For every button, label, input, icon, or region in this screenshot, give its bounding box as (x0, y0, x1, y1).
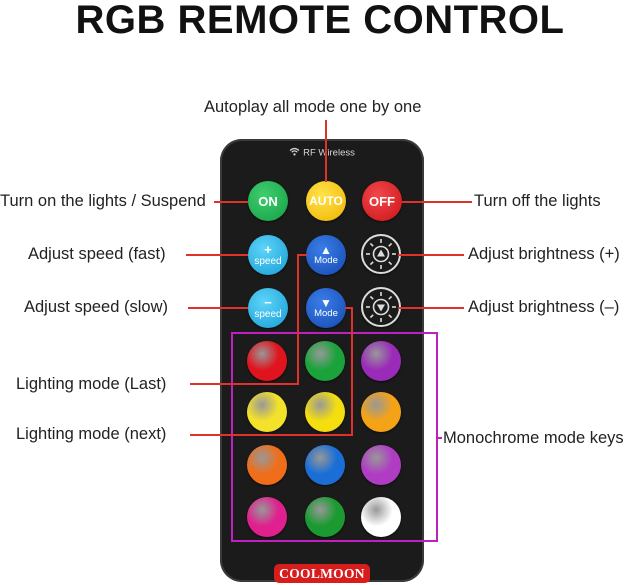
leader-line-mode-next-stub (345, 307, 353, 309)
brand-badge: COOLMOON (274, 564, 370, 583)
leader-line-autoplay (325, 120, 327, 182)
page-title: RGB REMOTE CONTROL (75, 0, 565, 42)
brightness-up-icon (366, 239, 396, 269)
callout-bright-down: Adjust brightness (–) (468, 298, 620, 316)
callout-bright-up: Adjust brightness (+) (468, 245, 620, 263)
speed-fast-button[interactable]: + speed (248, 235, 288, 275)
auto-button[interactable]: AUTO (306, 181, 346, 221)
color-key[interactable] (305, 445, 345, 485)
callout-off: Turn off the lights (474, 192, 601, 210)
callout-autoplay: Autoplay all mode one by one (204, 98, 422, 116)
callout-mode-last: Lighting mode (Last) (16, 375, 167, 393)
color-key[interactable] (361, 392, 401, 432)
callout-speed-slow: Adjust speed (slow) (24, 298, 168, 316)
mode-next-button[interactable]: ▼ Mode (306, 288, 346, 328)
leader-line-mode-last-v (297, 254, 299, 385)
color-key[interactable] (361, 341, 401, 381)
callout-mode-next: Lighting mode (next) (16, 425, 167, 443)
color-key[interactable] (361, 497, 401, 537)
callout-on: Turn on the lights / Suspend (0, 192, 206, 210)
leader-line-on (214, 201, 248, 203)
off-button[interactable]: OFF (362, 181, 402, 221)
color-key[interactable] (247, 341, 287, 381)
leader-line-mode-last-stub (297, 254, 307, 256)
leader-line-mode-next-h (190, 434, 352, 436)
triangle-down-icon: ▼ (320, 296, 332, 310)
wifi-icon (289, 147, 300, 159)
leader-line-speed-slow (188, 307, 248, 309)
brightness-down-icon (366, 292, 396, 322)
leader-line-off (402, 201, 472, 203)
color-key[interactable] (305, 341, 345, 381)
leader-line-bright-down (398, 307, 464, 309)
color-key[interactable] (247, 445, 287, 485)
color-key[interactable] (305, 392, 345, 432)
leader-line-mode-next-v (351, 307, 353, 436)
brightness-up-button[interactable] (361, 234, 401, 274)
triangle-up-icon: ▲ (320, 243, 332, 257)
callout-monochrome: Monochrome mode keys (443, 429, 624, 447)
on-button[interactable]: ON (248, 181, 288, 221)
brightness-down-button[interactable] (361, 287, 401, 327)
rf-wireless-label: RF Wireless (220, 147, 424, 159)
leader-line-speed-fast (186, 254, 248, 256)
leader-line-monochrome (438, 437, 442, 439)
color-key[interactable] (247, 497, 287, 537)
monochrome-keys-outline (231, 332, 438, 542)
leader-line-mode-last-h (190, 383, 298, 385)
color-key[interactable] (361, 445, 401, 485)
color-key[interactable] (305, 497, 345, 537)
leader-line-bright-up (398, 254, 464, 256)
mode-last-button[interactable]: ▲ Mode (306, 235, 346, 275)
color-key[interactable] (247, 392, 287, 432)
callout-speed-fast: Adjust speed (fast) (28, 245, 166, 263)
speed-slow-button[interactable]: − speed (248, 288, 288, 328)
